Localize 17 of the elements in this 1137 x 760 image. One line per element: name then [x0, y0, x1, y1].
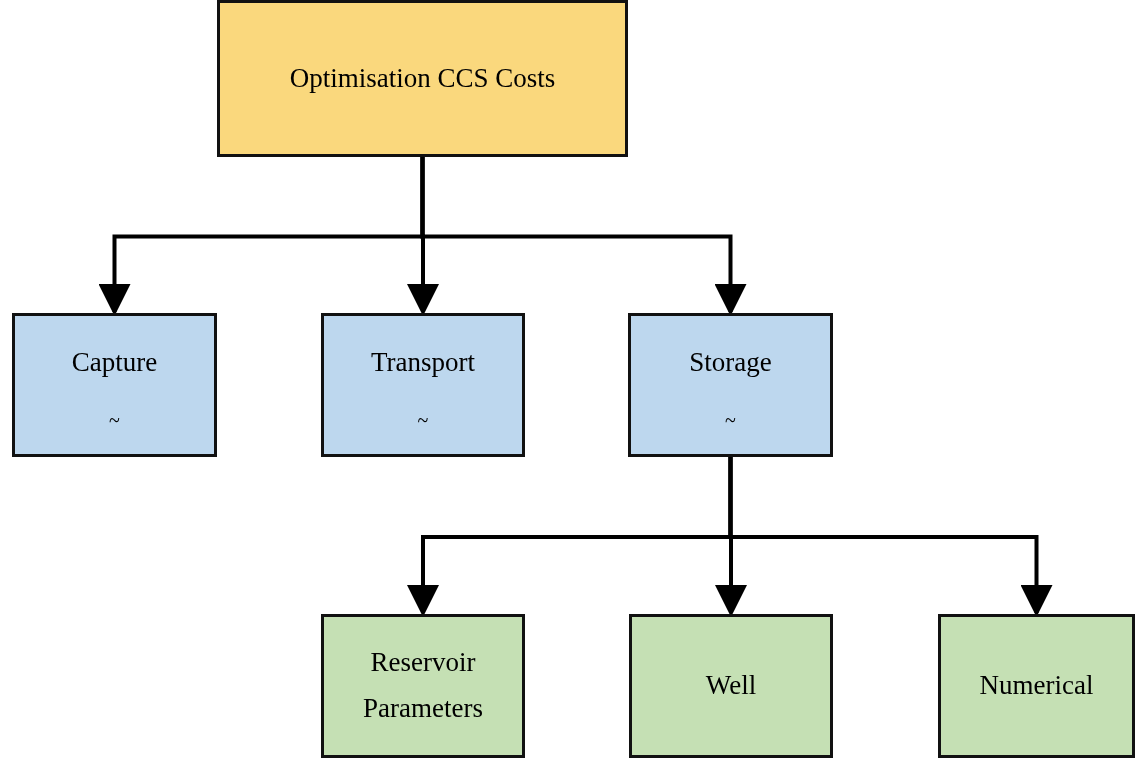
process-box	[938, 614, 1135, 758]
box-label: Reservoir Parameters	[362, 646, 484, 725]
box-label: Optimisation CCS Costs	[289, 61, 556, 95]
box-label: Numerical	[979, 669, 1094, 703]
process-box	[628, 313, 833, 457]
box-label: Storage	[689, 346, 772, 380]
process-box	[12, 313, 217, 457]
process-box	[321, 313, 525, 457]
tilde-mark: ~	[417, 409, 429, 430]
box-label: Capture	[71, 346, 158, 380]
box-label: Well	[705, 669, 757, 703]
tilde-mark: ~	[725, 409, 736, 430]
process-box	[321, 614, 525, 758]
box-label: Transport	[371, 346, 475, 380]
process-box	[629, 614, 833, 758]
process-box	[217, 0, 628, 157]
tilde-mark: ~	[109, 409, 120, 430]
